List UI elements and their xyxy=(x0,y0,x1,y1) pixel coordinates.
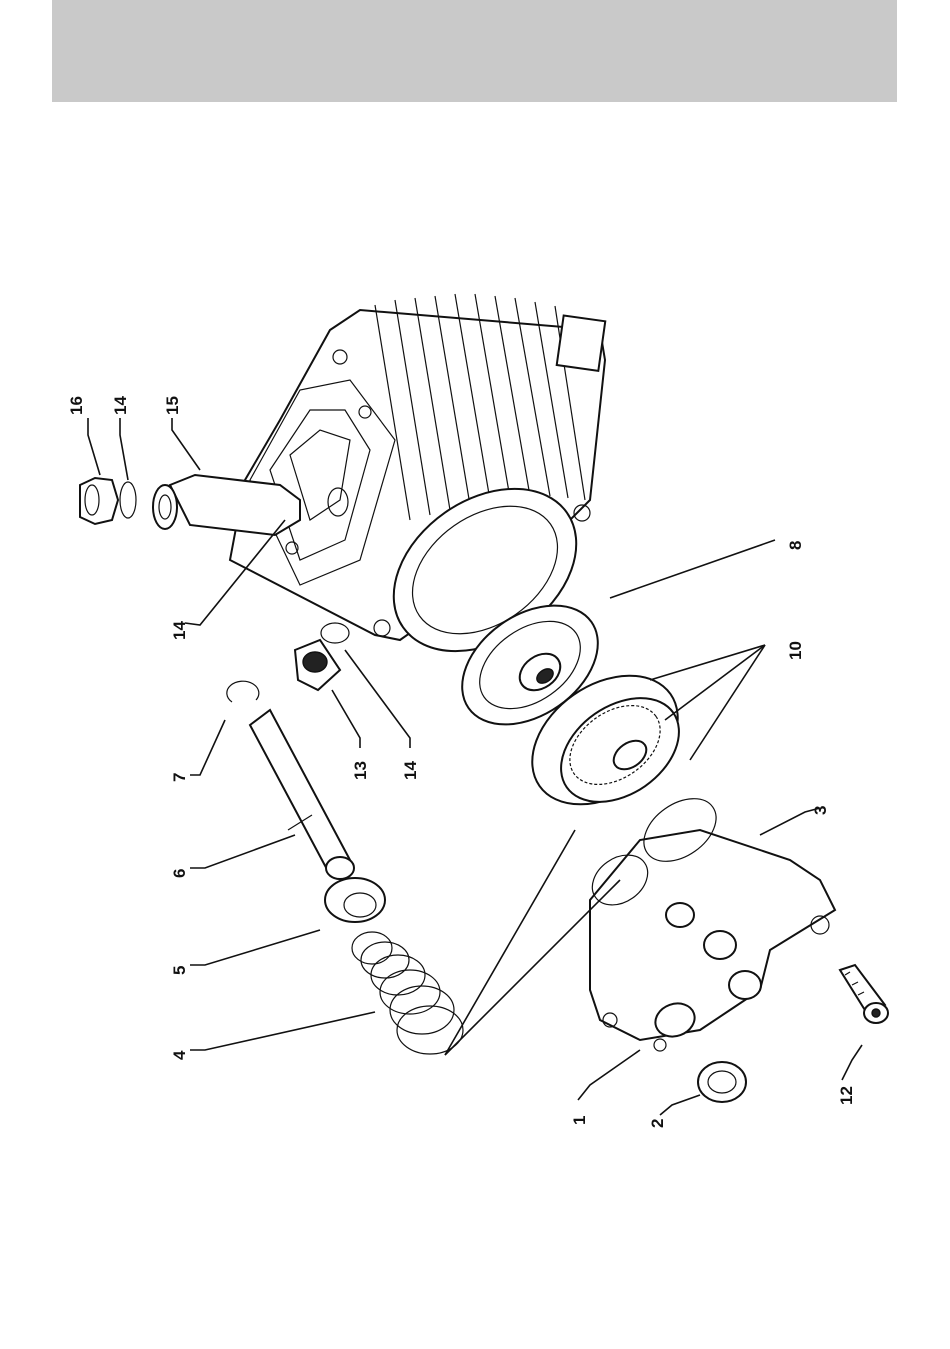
part-4-spring xyxy=(352,932,463,1054)
callout-14-top: 14 xyxy=(111,396,130,415)
part-7-circlip xyxy=(227,681,259,702)
callout-14-left: 14 xyxy=(170,621,189,640)
callout-2: 2 xyxy=(648,1119,667,1128)
part-5-washer xyxy=(325,878,385,922)
motor-foot xyxy=(557,315,606,370)
callout-1: 1 xyxy=(570,1116,589,1125)
part-2-nipple xyxy=(698,1062,746,1102)
callout-3: 3 xyxy=(811,806,830,815)
callout-8: 8 xyxy=(786,541,805,550)
callout-12: 12 xyxy=(837,1086,856,1105)
part-14-seal-middle xyxy=(321,623,349,643)
callout-16: 16 xyxy=(67,396,86,415)
callout-7: 7 xyxy=(170,773,189,782)
callout-13: 13 xyxy=(351,761,370,780)
callout-5: 5 xyxy=(170,966,189,975)
part-13-plug xyxy=(295,640,340,690)
callout-6: 6 xyxy=(170,869,189,878)
part-6-piston xyxy=(250,710,354,879)
callout-10: 10 xyxy=(786,641,805,660)
piston-bore-1 xyxy=(666,903,694,927)
callout-15: 15 xyxy=(163,396,182,415)
callout-4: 4 xyxy=(170,1050,189,1060)
part-12-screw xyxy=(840,965,888,1023)
piston-bore-3 xyxy=(729,971,761,999)
piston-bore-2 xyxy=(704,931,736,959)
part-16-cap-nut xyxy=(80,478,118,524)
callout-14-middle: 14 xyxy=(401,761,420,780)
part-14-o-ring-top xyxy=(120,482,136,518)
part-3-pump-head xyxy=(583,786,835,1051)
